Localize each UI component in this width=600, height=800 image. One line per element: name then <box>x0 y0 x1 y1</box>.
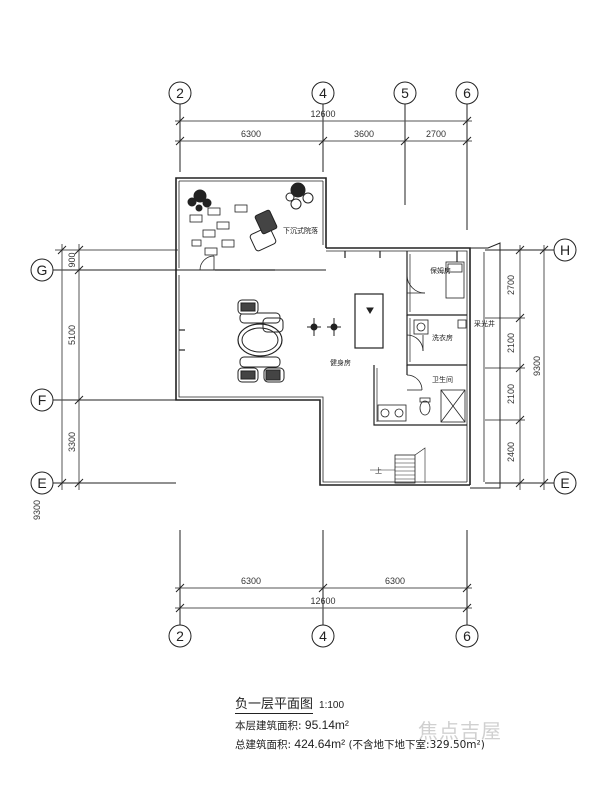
watermark-logo: 焦点吉屋 <box>418 719 502 743</box>
plan-walls <box>175 177 501 489</box>
plan-caption: 负一层平面图 1:100 本层建筑面积: 95.14m² 总建筑面积: 424.… <box>235 693 595 752</box>
dim-right-total: 9300 <box>532 356 542 376</box>
axis-label-H: H <box>560 242 570 258</box>
axis-label-G: G <box>37 262 48 278</box>
axis-label-2-top: 2 <box>176 85 184 101</box>
floor-area-label: 本层建筑面积: <box>235 720 302 732</box>
dim-bottom-seg-2: 6300 <box>385 576 405 586</box>
room-label-laundry: 洗衣房 <box>432 333 453 342</box>
room-label-bathroom: 卫生间 <box>432 375 453 384</box>
total-area-note: (不含地下地下室:329.50m²) <box>348 739 485 751</box>
caption-title-row: 负一层平面图 1:100 <box>235 693 595 714</box>
plan-title: 负一层平面图 <box>235 693 314 714</box>
total-area-line: 总建筑面积: 424.64m² (不含地下地下室:329.50m²) <box>235 737 595 752</box>
yard-plant-right <box>285 182 314 210</box>
dim-left-seg-2: 5100 <box>67 325 77 345</box>
axis-label-4-top: 4 <box>319 85 327 101</box>
bathroom-fixtures <box>377 389 466 423</box>
dim-bottom-total: 12600 <box>310 596 335 606</box>
room-label-sunken-yard: 下沉式院落 <box>283 226 318 235</box>
laundry-fixture <box>413 319 467 335</box>
dim-top-seg-3: 2700 <box>426 129 446 139</box>
yard-paving-stones <box>189 204 248 256</box>
door-swings <box>199 255 426 391</box>
dim-right-seg-1: 2700 <box>506 275 516 295</box>
right-axis-group <box>485 238 577 495</box>
axis-label-E-left: E <box>37 475 46 491</box>
bottom-axis-group <box>168 530 479 648</box>
room-label-skylight: 采光井 <box>474 319 495 328</box>
dim-right-seg-3: 2100 <box>506 384 516 404</box>
dim-bottom-seg-1: 6300 <box>241 576 261 586</box>
lounge-chair <box>249 209 278 252</box>
axis-label-F: F <box>38 392 47 408</box>
dim-left-seg-3: 3300 <box>67 432 77 452</box>
window-marks <box>179 251 458 351</box>
top-axis-group <box>168 81 479 230</box>
yard-plant-left <box>187 189 212 212</box>
total-area-value: 424.64m² <box>294 737 346 751</box>
axis-bubble <box>455 624 479 648</box>
sofa-set <box>237 299 285 383</box>
dim-right-seg-4: 2400 <box>506 442 516 462</box>
axis-label-5-top: 5 <box>401 85 409 101</box>
plan-scale: 1:100 <box>319 700 345 711</box>
storage-fixture <box>445 261 465 299</box>
total-area-label: 总建筑面积: <box>235 739 292 751</box>
axis-bubble <box>168 624 192 648</box>
axis-label-E-right: E <box>560 475 569 491</box>
axis-bubble <box>311 624 335 648</box>
dim-right-seg-2: 2100 <box>506 333 516 353</box>
left-axis-group <box>30 244 178 495</box>
room-label-storage: 保姆房 <box>430 266 451 275</box>
dim-top-seg-1: 6300 <box>241 129 261 139</box>
dim-left-total: 9300 <box>32 500 42 520</box>
gym-equipment <box>307 293 384 349</box>
dim-top-seg-2: 3600 <box>354 129 374 139</box>
axis-label-6-bottom: 6 <box>463 628 471 644</box>
floor-area-value: 95.14m² <box>304 718 349 732</box>
room-label-gym: 健身房 <box>330 358 351 367</box>
dim-left-seg-1: 900 <box>67 252 77 267</box>
stair-up-label: 上 <box>375 466 382 475</box>
floor-area-line: 本层建筑面积: 95.14m² <box>235 718 595 733</box>
axis-label-2-bottom: 2 <box>176 628 184 644</box>
axis-label-4-bottom: 4 <box>319 628 327 644</box>
dim-top-total: 12600 <box>310 109 335 119</box>
axis-label-6-top: 6 <box>463 85 471 101</box>
